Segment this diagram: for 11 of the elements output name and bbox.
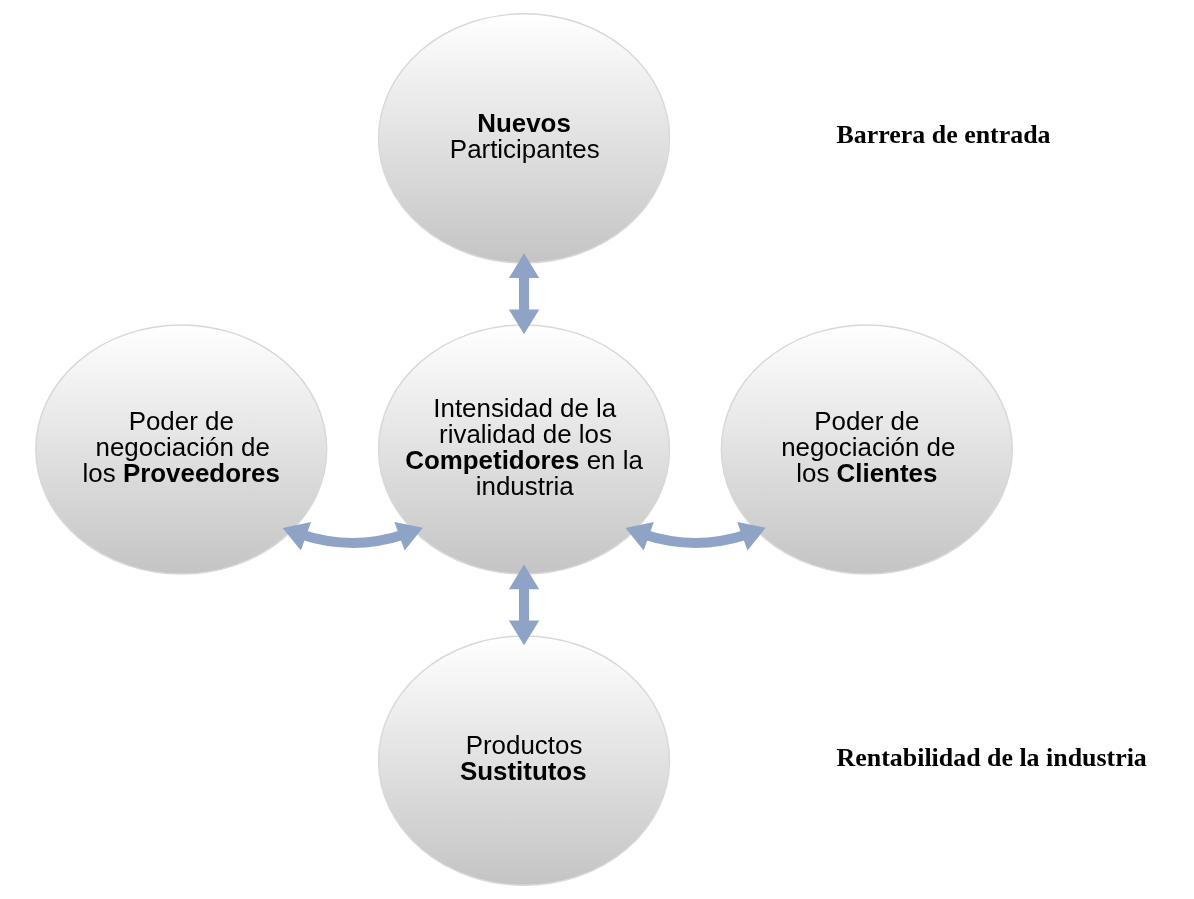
node-ellipse: Intensidad de la rivalidad de los Competidores en la industria <box>377 324 670 575</box>
node-ellipse: Nuevos Participantes <box>377 13 670 264</box>
arrow <box>282 521 423 551</box>
node-ellipse: Poder de negociación de los Proveedores <box>34 324 327 575</box>
arrow <box>624 521 766 551</box>
arrow <box>508 253 539 335</box>
node-ellipse: Poder de negociación de los Clientes <box>720 324 1013 575</box>
label: Barrera de entrada <box>836 120 1051 150</box>
arrow <box>508 564 539 646</box>
label: Rentabilidad de la industria <box>836 742 1147 772</box>
node-ellipse: Productos Sustitutos <box>377 635 670 886</box>
